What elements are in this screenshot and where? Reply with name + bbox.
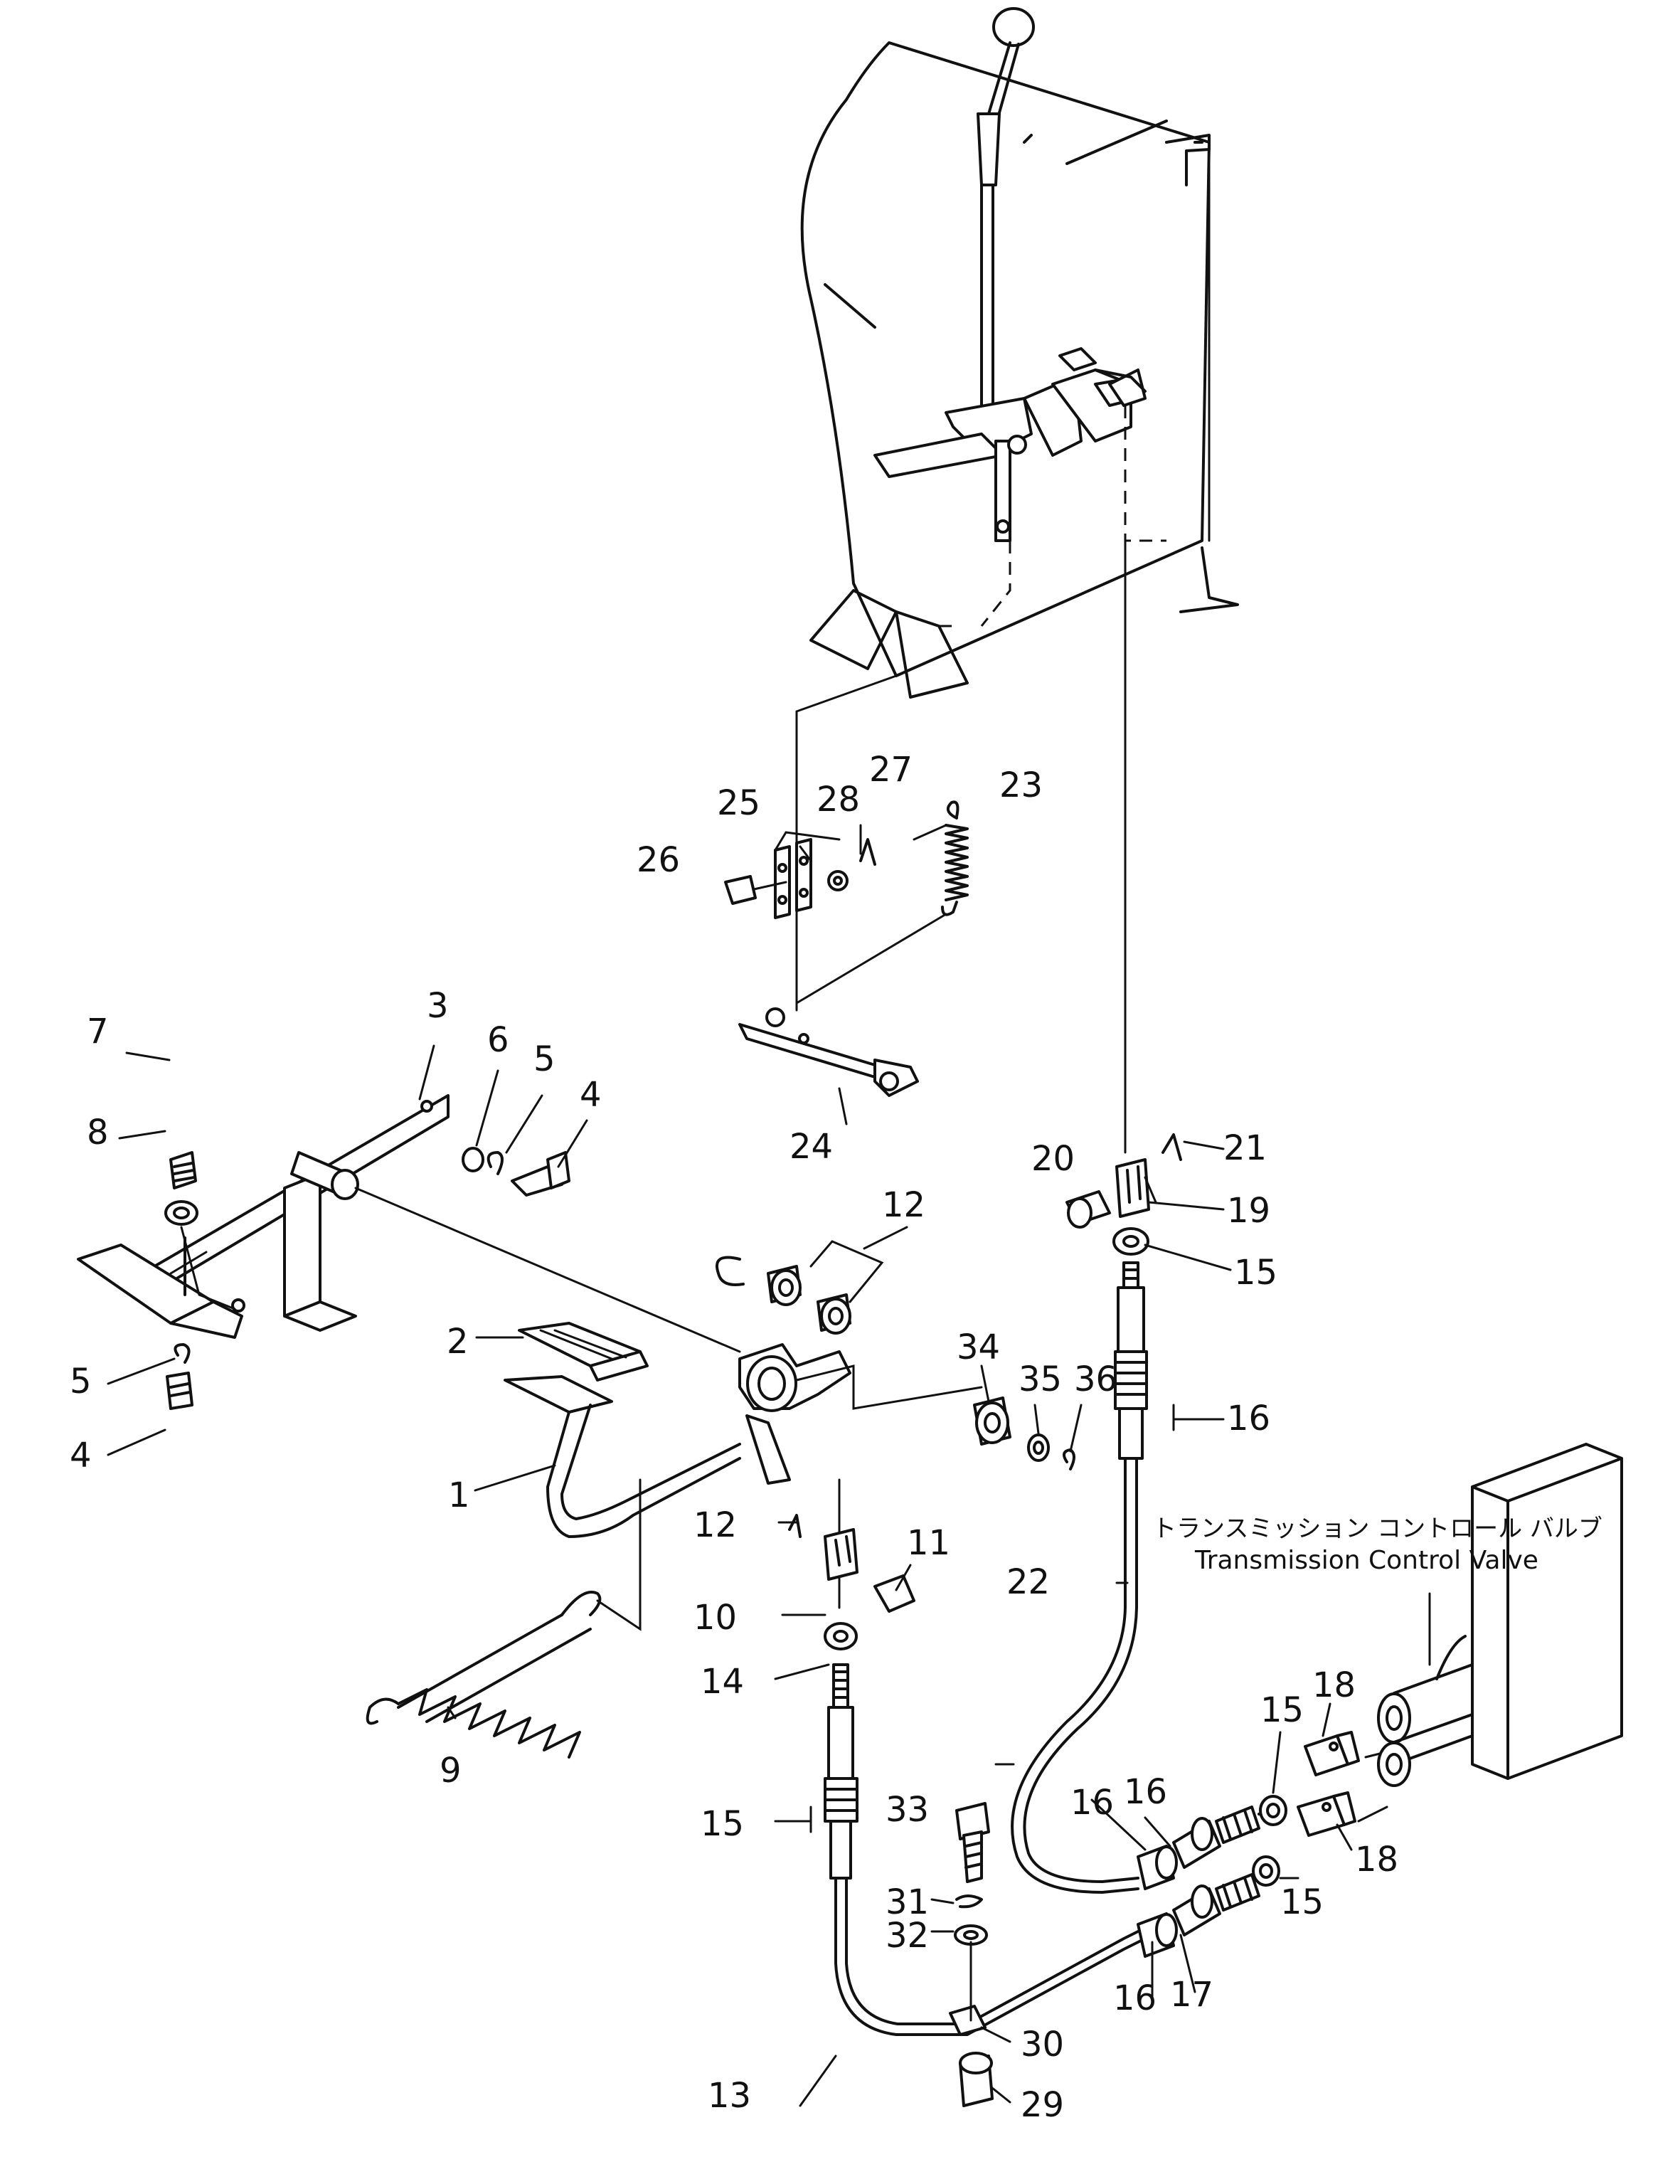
callout-15b: 15 [1234, 1253, 1277, 1293]
bolt-33 [955, 1802, 990, 1883]
callout-29: 29 [1021, 2085, 1064, 2125]
lever-plates-25 [774, 838, 812, 919]
callout-16a: 15 [701, 1804, 744, 1844]
callout-34: 34 [957, 1327, 1000, 1367]
cotter-pin-21 [1161, 1133, 1182, 1161]
callout-23: 23 [999, 765, 1043, 805]
valve-caption-en: Transmission Control Valve [1194, 1546, 1538, 1575]
cable-ends-16-17 [1137, 1806, 1275, 1958]
callout-27: 27 [869, 750, 913, 790]
snap-ring-5 [487, 1151, 504, 1175]
bolt-4b [166, 1372, 193, 1410]
clevises-18 [1297, 1731, 1360, 1837]
callout-20: 20 [1031, 1139, 1075, 1179]
callout-10: 10 [693, 1598, 737, 1638]
cable-14 [824, 1663, 1154, 2036]
callout-26: 26 [637, 840, 680, 880]
callout-16d: 16 [1113, 1978, 1157, 2018]
callout-15d: 15 [1280, 1882, 1324, 1922]
return-spring-9 [366, 1478, 642, 1759]
lever-24 [738, 1007, 919, 1097]
callout-3: 3 [427, 986, 449, 1026]
cotter-pin-27 [859, 838, 876, 866]
callout-15c: 15 [1260, 1690, 1304, 1730]
cotter-pin-13 [788, 1514, 802, 1538]
callout-30: 30 [1021, 2025, 1064, 2064]
bushings-12 [716, 1240, 884, 1335]
callout-8: 8 [87, 1113, 109, 1152]
leader-lines [107, 824, 1353, 2107]
nuts-15 [1252, 1795, 1287, 1887]
pedal-2 [518, 1322, 649, 1382]
clevis-19 [1115, 1158, 1150, 1218]
callout-15a: 14 [701, 1662, 744, 1702]
callout-28: 28 [817, 780, 860, 820]
callout-31: 31 [886, 1882, 929, 1922]
callout-16c: 16 [1070, 1783, 1114, 1823]
control-console-housing [800, 41, 1239, 699]
callout-4a: 4 [580, 1075, 602, 1115]
callout-18a: 18 [1312, 1665, 1356, 1705]
bracket-3 [77, 1094, 450, 1339]
gear-shift-lever [873, 7, 1166, 627]
callout-35: 35 [1019, 1359, 1062, 1399]
callout-2: 2 [447, 1322, 469, 1362]
callout-17b: 17 [1170, 1975, 1213, 2015]
callout-labels: 7 8 3 6 5 4 5 4 2 1 9 12 10 11 14 15 13 … [70, 750, 1398, 2125]
pin-26 [724, 875, 757, 905]
callout-6: 6 [487, 1020, 509, 1060]
callout-36: 36 [1074, 1359, 1117, 1399]
spring-23 [795, 800, 969, 1004]
callout-9: 9 [440, 1751, 462, 1791]
valve-caption-jp: トランスミッション コントロール バルブ [1152, 1515, 1602, 1543]
callout-11: 11 [907, 1523, 950, 1563]
cable-22 [1011, 1261, 1148, 1894]
clamp-30 [949, 2005, 987, 2036]
callout-17a: 16 [1124, 1772, 1167, 1812]
callout-13: 12 [693, 1505, 737, 1545]
pedal-1 [504, 1343, 983, 1538]
clevis-10 [824, 1528, 858, 1581]
callout-32: 32 [886, 1916, 929, 1956]
callout-19: 19 [1227, 1191, 1270, 1231]
callout-25: 25 [717, 783, 760, 823]
callout-14: 13 [708, 2076, 751, 2116]
pin-11 [873, 1574, 915, 1613]
callout-1: 1 [448, 1475, 470, 1515]
callout-5b: 5 [70, 1362, 92, 1401]
callout-12: 12 [882, 1185, 925, 1225]
callout-5a: 5 [533, 1039, 555, 1079]
callout-4b: 4 [70, 1436, 92, 1475]
bushing-34-washer-35-clip-36 [973, 1396, 1075, 1470]
lock-washer-31 [955, 1894, 983, 1909]
snap-ring-5b [174, 1343, 191, 1364]
callout-16b: 16 [1227, 1399, 1270, 1438]
washer-6 [462, 1147, 484, 1172]
callout-21: 21 [1223, 1128, 1267, 1168]
transmission-control-valve [1357, 1443, 1623, 1823]
callout-33: 33 [886, 1790, 929, 1830]
pivot-shaft [290, 1151, 741, 1353]
callout-22: 22 [1006, 1562, 1050, 1602]
callout-18b: 18 [1355, 1840, 1398, 1880]
callout-7: 7 [87, 1012, 109, 1051]
callout-24: 24 [790, 1127, 833, 1167]
